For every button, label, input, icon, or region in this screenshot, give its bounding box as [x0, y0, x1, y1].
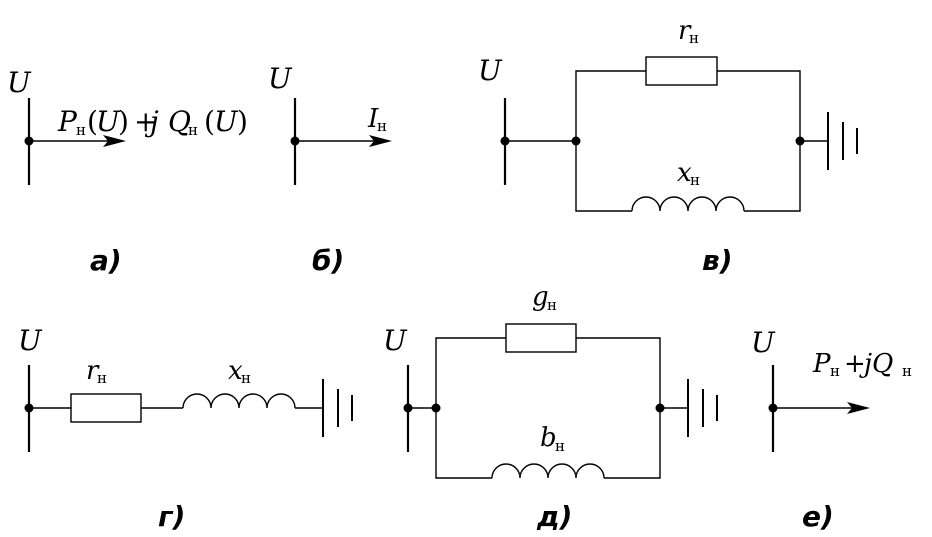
lower-branch-wire — [435, 408, 492, 479]
reactance-symbol: x — [228, 356, 243, 386]
plus-sign: + — [844, 349, 866, 379]
active-power-symbol: P — [57, 105, 78, 138]
reactance-symbol: x — [677, 158, 692, 188]
open-paren: ( — [204, 105, 215, 138]
upper-branch-wire — [576, 337, 661, 408]
reactance-subscript: н — [241, 369, 251, 387]
arrow-head — [369, 135, 392, 147]
panel-e: U P н + jQ н е) — [751, 326, 912, 533]
resistor-r — [70, 393, 142, 423]
panel-g: U r н x н г) — [18, 324, 353, 533]
lower-branch-wire — [604, 408, 661, 479]
lower-branch-wire — [575, 141, 632, 212]
current-subscript: н — [377, 117, 387, 135]
lower-branch-wire — [744, 141, 801, 212]
upper-branch-wire — [717, 70, 801, 141]
resistance-subscript: н — [689, 29, 699, 47]
voltage-argument: U — [96, 105, 121, 138]
panel-caption: а) — [90, 244, 122, 277]
upper-branch-wire — [575, 70, 646, 141]
panel-d: U g н b н д) — [383, 282, 718, 533]
panel-caption: е) — [802, 500, 834, 533]
voltage-argument: U — [214, 105, 239, 138]
active-power-subscript: н — [830, 362, 840, 380]
conductance-g — [505, 323, 577, 353]
bus-voltage-label: U — [383, 324, 408, 357]
panel-caption: д) — [536, 500, 572, 533]
bus-voltage-label: U — [7, 66, 32, 99]
panel-a: U P н ( U ) + j Q н ( U ) а) — [7, 66, 248, 277]
bus-voltage-label: U — [18, 324, 43, 357]
bus-voltage-label: U — [268, 62, 293, 95]
resistance-symbol: r — [678, 16, 692, 46]
panel-v: U r н x н в) — [478, 16, 858, 277]
panel-b: U I н б) — [268, 62, 392, 277]
panel-caption: в) — [702, 244, 733, 277]
inductor-x — [631, 196, 745, 212]
arrow-head — [103, 135, 126, 147]
reactive-power-subscript: н — [902, 362, 912, 380]
ground-icon — [827, 112, 858, 170]
conductance-subscript: н — [547, 296, 557, 314]
current-symbol: I — [367, 104, 379, 134]
reactive-power-symbol: Q — [168, 105, 191, 138]
plus-sign: + — [134, 105, 157, 138]
conductance-symbol: g — [532, 282, 549, 312]
reactance-subscript: н — [690, 171, 700, 189]
reactive-power-subscript: н — [188, 121, 198, 139]
bus-voltage-label: U — [751, 326, 776, 359]
bus-voltage-label: U — [478, 54, 503, 87]
panel-caption: б) — [312, 244, 344, 277]
resistor-r — [645, 56, 718, 86]
susceptance-b — [491, 463, 605, 479]
resistance-subscript: н — [97, 369, 107, 387]
susceptance-symbol: b — [540, 423, 557, 453]
close-paren: ) — [237, 105, 248, 138]
inductor-x — [182, 393, 296, 409]
panel-caption: г) — [158, 500, 185, 533]
upper-branch-wire — [435, 337, 506, 408]
susceptance-subscript: н — [555, 437, 565, 455]
resistance-symbol: r — [86, 356, 100, 386]
ground-icon — [322, 379, 353, 437]
reactive-power-symbol: jQ — [859, 349, 893, 379]
active-power-symbol: P — [812, 349, 831, 379]
open-paren: ( — [87, 105, 98, 138]
active-power-subscript: н — [76, 121, 86, 139]
close-paren: ) — [118, 105, 129, 138]
arrow-head — [847, 402, 870, 414]
ground-icon — [687, 379, 718, 437]
